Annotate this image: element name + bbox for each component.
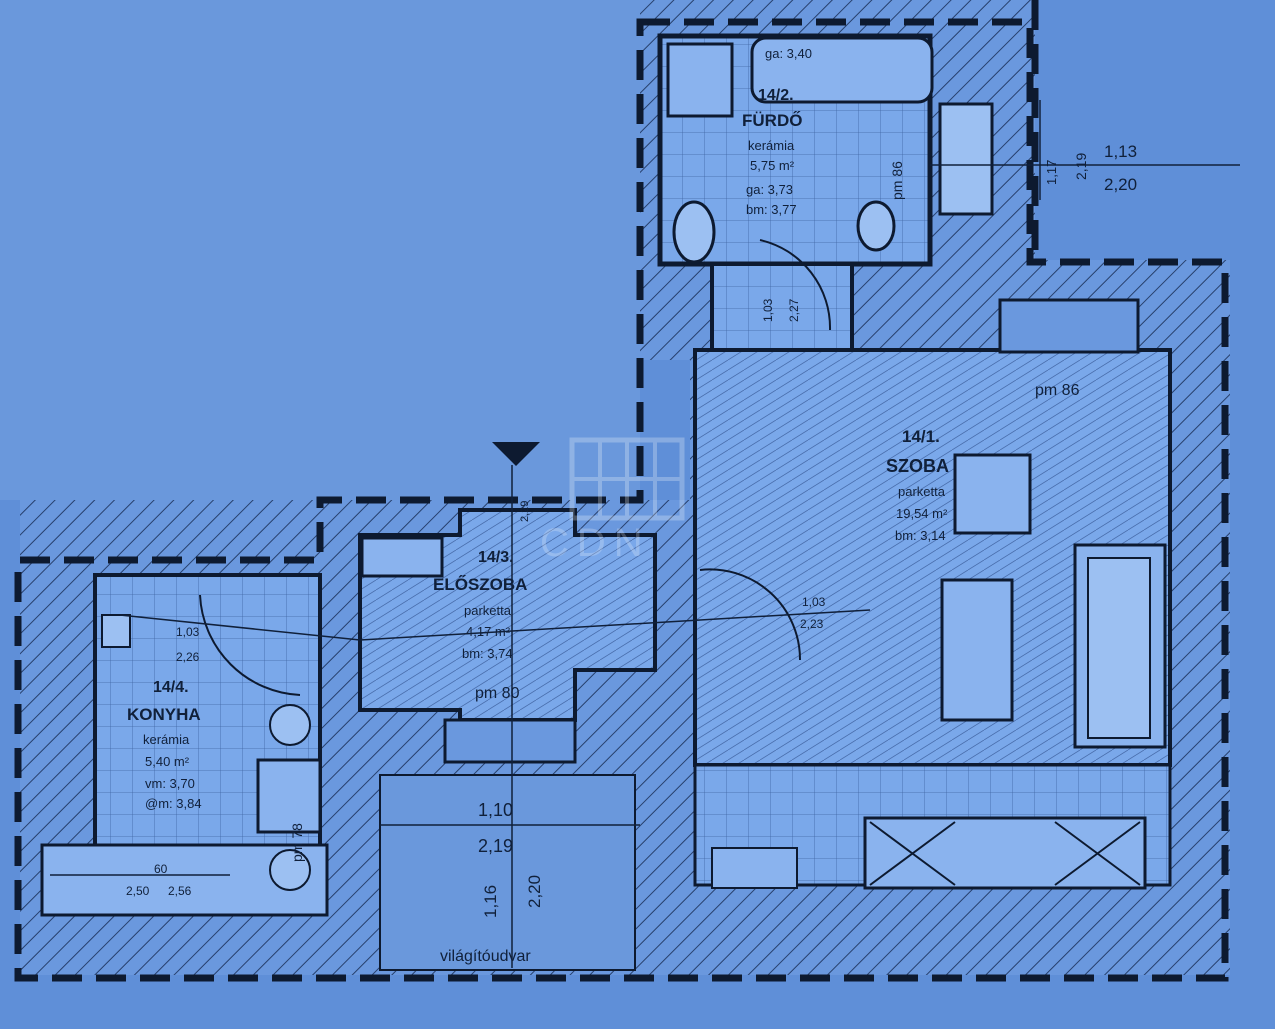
area-eloszoba: 4,17 m² — [466, 624, 511, 639]
height-eloszoba: bm: 3,74 — [462, 646, 513, 661]
dim-bath-door-2: 2,27 — [787, 298, 801, 322]
room-konyha — [40, 573, 329, 917]
height-furdo-2: bm: 3,77 — [746, 202, 797, 217]
toilet — [856, 200, 896, 252]
door-konyha: pm 78 — [289, 823, 305, 862]
dim-bath-door-1: 1,03 — [761, 298, 775, 322]
courtyard — [379, 774, 636, 971]
floor-furdo: kerámia — [748, 138, 795, 153]
floor-eloszoba: parketta — [464, 603, 512, 618]
dim-living-door-2: 2,23 — [800, 617, 824, 631]
area-szoba: 19,54 m² — [896, 506, 948, 521]
dim-kitchen-left-2: 2,26 — [176, 650, 200, 664]
watermark-text: CDN — [540, 521, 651, 565]
dim-hall-top: 2,29 — [519, 501, 531, 522]
section-marker-icon — [492, 442, 540, 466]
armchair — [953, 453, 1032, 535]
dim-kitchen-bottom-2: 2,50 — [126, 884, 150, 898]
room-name-furdo: FÜRDŐ — [742, 111, 802, 130]
watermark-logo-icon — [569, 437, 685, 521]
dim-bath-window-4: 2,20 — [1104, 175, 1137, 194]
door-eloszoba: pm 80 — [475, 685, 520, 702]
kitchenette-counter — [863, 816, 1147, 890]
door-furdo: pm 86 — [889, 161, 905, 200]
door-szoba: pm 86 — [1035, 382, 1080, 399]
height-konyha-2: @m: 3,84 — [145, 796, 202, 811]
room-name-szoba: SZOBA — [886, 456, 949, 476]
area-konyha: 5,40 m² — [145, 754, 190, 769]
dim-living-door-1: 1,03 — [802, 595, 826, 609]
bathtub — [750, 36, 934, 104]
dim-court-2: 2,19 — [478, 836, 513, 856]
dim-kitchen-left-1: 1,03 — [176, 625, 200, 639]
dim-bath-window-2: 2,19 — [1073, 153, 1089, 180]
dim-court-3: 1,16 — [481, 885, 500, 918]
floor-szoba: parketta — [898, 484, 946, 499]
room-number-konyha: 14/4. — [153, 679, 189, 696]
dimension-lines — [50, 100, 1240, 968]
washing-machine — [666, 42, 734, 118]
dim-court-4: 2,20 — [525, 875, 544, 908]
dim-bath-window-1: 1,17 — [1044, 160, 1059, 185]
outer-boundary — [14, 18, 1229, 982]
table — [940, 578, 1014, 722]
room-szoba — [693, 298, 1172, 890]
height-szoba: bm: 3,14 — [895, 528, 946, 543]
height-furdo-1: ga: 3,73 — [746, 182, 793, 197]
room-number-eloszoba: 14/3. — [478, 549, 514, 566]
tub-label: ga: 3,40 — [765, 46, 812, 61]
dim-court-1: 1,10 — [478, 800, 513, 820]
dim-kitchen-bottom-3: 2,56 — [168, 884, 192, 898]
room-name-eloszoba: ELŐSZOBA — [433, 575, 527, 594]
height-konyha-1: vm: 3,70 — [145, 776, 195, 791]
floor-konyha: kerámia — [143, 732, 190, 747]
room-name-konyha: KONYHA — [127, 705, 201, 724]
room-eloszoba — [358, 508, 657, 764]
room-number-szoba: 14/1. — [902, 427, 940, 446]
dim-kitchen-bottom-1: 60 — [154, 862, 168, 876]
room-number-furdo: 14/2. — [758, 87, 794, 104]
sink — [672, 200, 716, 264]
dim-bath-window-3: 1,13 — [1104, 142, 1137, 161]
room-furdo — [657, 33, 994, 352]
area-furdo: 5,75 m² — [750, 158, 795, 173]
courtyard-label: világítóudvar — [440, 948, 531, 965]
